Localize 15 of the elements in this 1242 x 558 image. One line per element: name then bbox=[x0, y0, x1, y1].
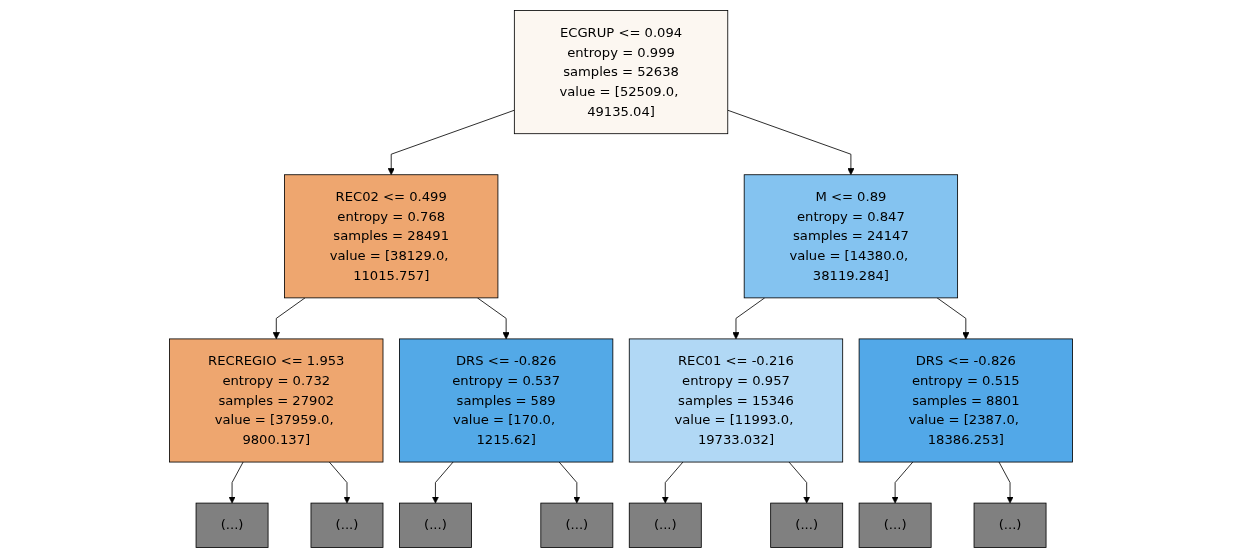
node-box: (...) bbox=[628, 502, 702, 548]
node-box: (...) bbox=[310, 502, 384, 548]
node-box: DRS <= -0.826 entropy = 0.537 samples = 589 value = [170.0, 1215.62] bbox=[398, 338, 614, 463]
node-box: DRS <= -0.826 entropy = 0.515 samples = 8801 value = [2387.0, 18386.253] bbox=[858, 338, 1073, 463]
node-box: (...) bbox=[770, 502, 844, 548]
node-box: (...) bbox=[195, 502, 269, 548]
node-box: M <= 0.89 entropy = 0.847 samples = 24147 value = [14380.0, 38119.284] bbox=[743, 174, 958, 299]
node-box: (...) bbox=[398, 502, 472, 548]
node-box: (...) bbox=[858, 502, 932, 548]
node-box: (...) bbox=[540, 502, 614, 548]
node-box: REC02 <= 0.499 entropy = 0.768 samples = 28491 value = [38129.0, 11015.757] bbox=[284, 174, 499, 299]
node-box: REC01 <= -0.216 entropy = 0.957 samples = 15346 value = [11993.0, 19733.032] bbox=[628, 338, 844, 463]
node-box: (...) bbox=[973, 502, 1047, 548]
node-box: RECREGIO <= 1.953 entropy = 0.732 samples = 27902 value = [37959.0, 9800.137] bbox=[169, 338, 384, 463]
node-box: ECGRUP <= 0.094 entropy = 0.999 samples = 52638 value = [52509.0, 49135.04] bbox=[513, 10, 729, 135]
